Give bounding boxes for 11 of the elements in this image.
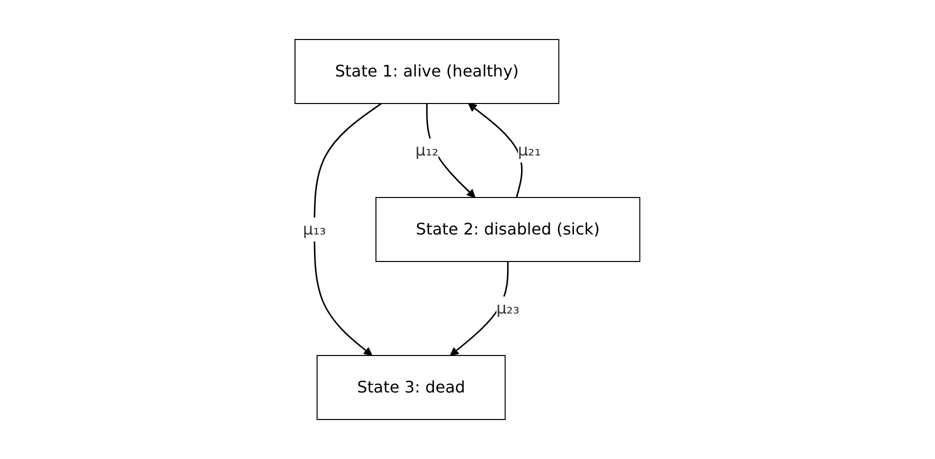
arrow (426, 104, 476, 198)
arrow (450, 262, 509, 356)
node-box: State 3: dead (316, 355, 506, 420)
edge-label: μ₂₁ (518, 140, 541, 160)
node-box: State 1: alive (healthy) (294, 39, 560, 104)
arrow (468, 103, 523, 198)
edge-label: μ₁₂ (415, 140, 439, 160)
edge-label: μ₂₃ (496, 298, 520, 318)
node-box: State 2: disabled (sick) (376, 197, 640, 262)
arrow (314, 102, 382, 356)
edge-label: μ₁₃ (303, 220, 326, 238)
